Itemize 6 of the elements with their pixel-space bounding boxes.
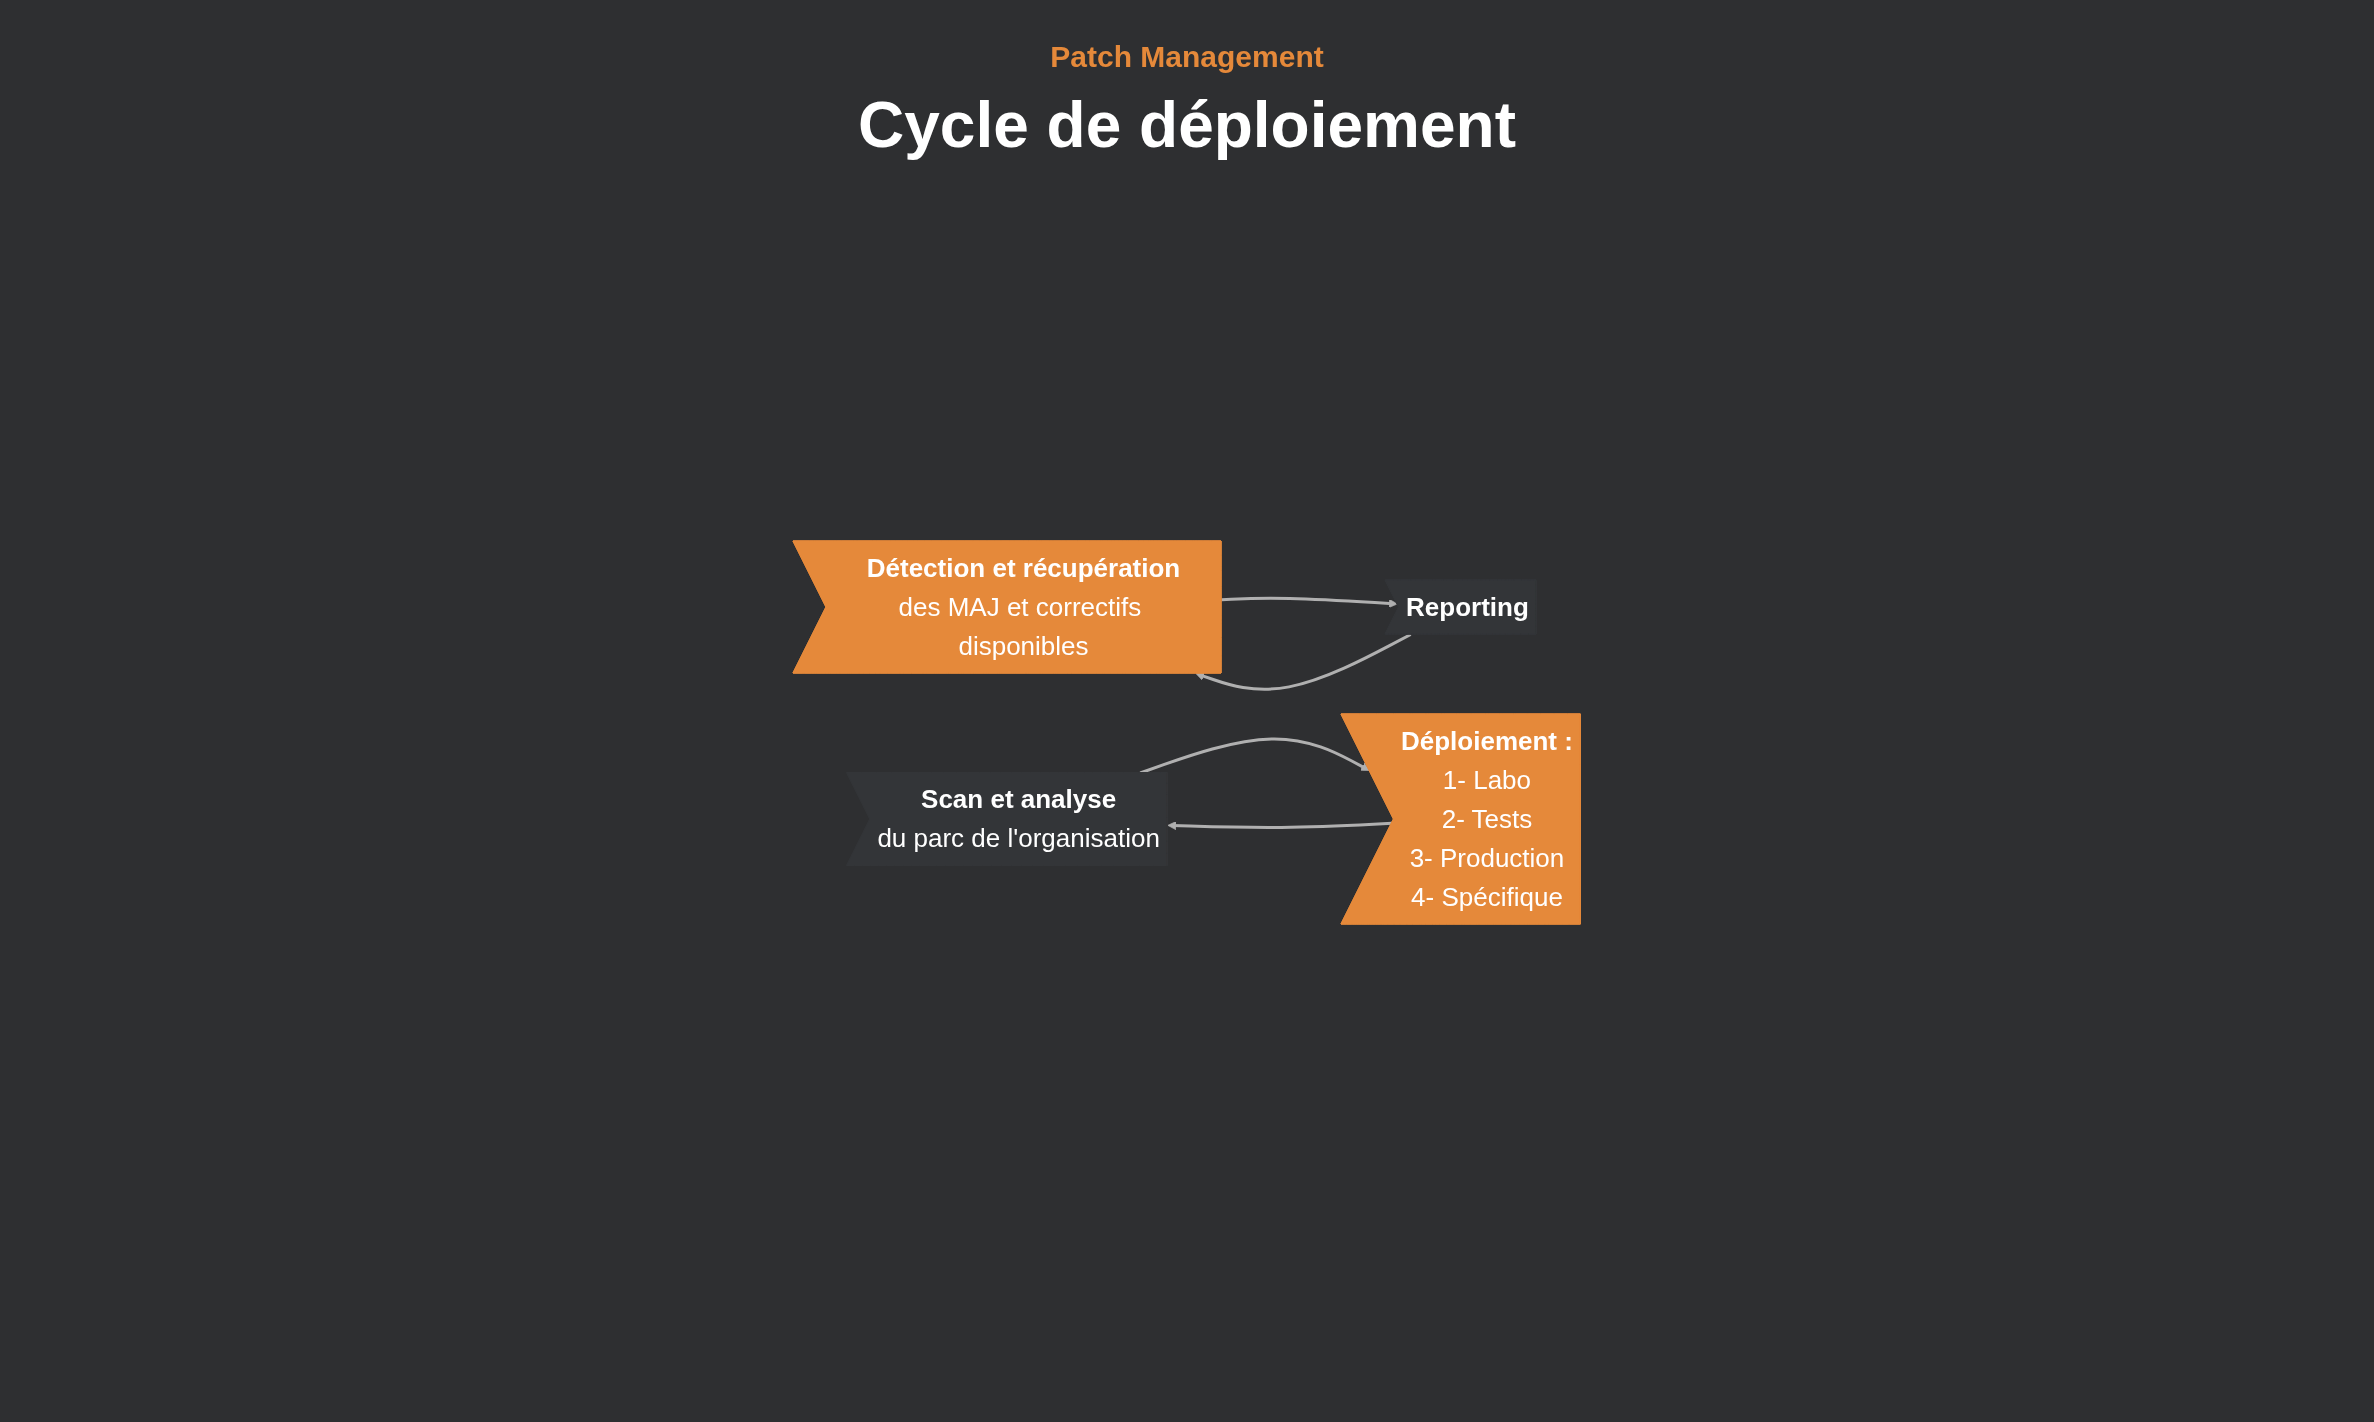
title: Cycle de déploiement (857, 88, 1517, 162)
arrow (1195, 632, 1412, 691)
arrow (1221, 596, 1398, 608)
kicker-text: Patch Management (1049, 40, 1325, 74)
arrow (1167, 820, 1393, 830)
arrow (1140, 736, 1371, 774)
